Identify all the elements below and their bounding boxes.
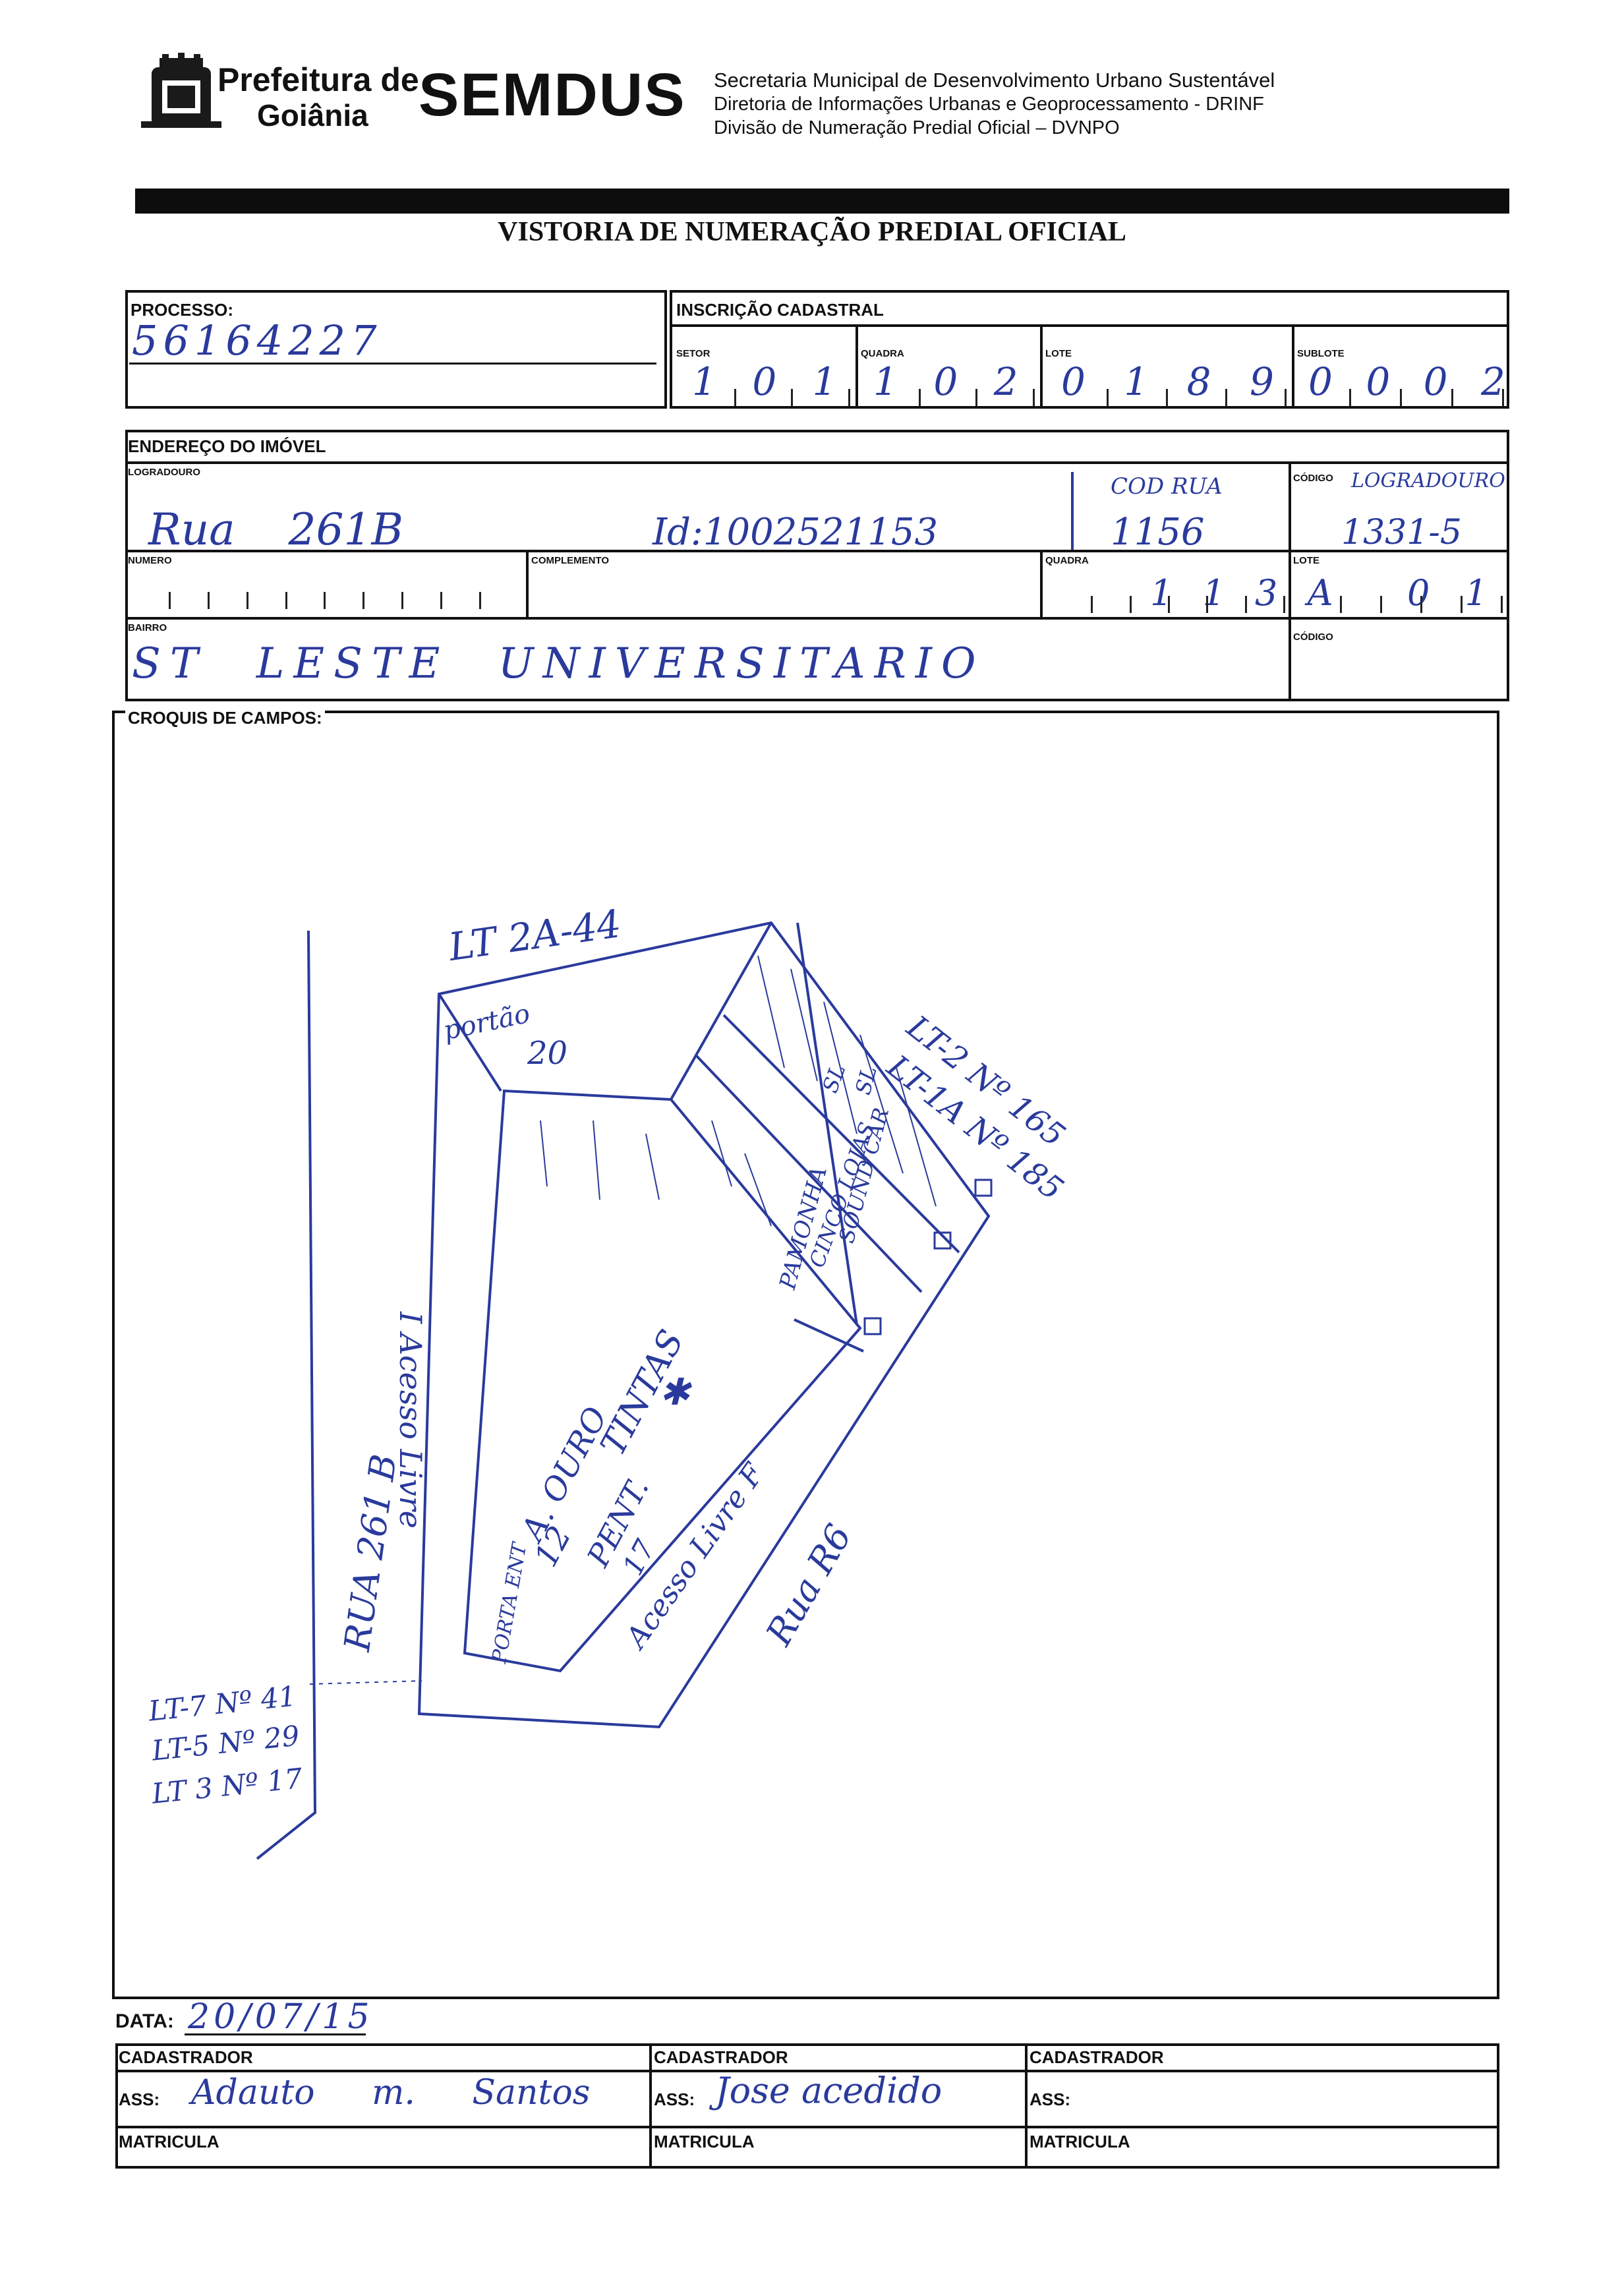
processo-value[interactable]: 56164227 [132, 316, 382, 365]
sublote-value[interactable]: 0 0 0 2 [1308, 359, 1516, 404]
quadra-ticks [863, 389, 1035, 406]
endereco-quadra-label: QUADRA [1045, 555, 1089, 566]
lote-ticks [1049, 389, 1287, 406]
inscricao-col-sep3 [1292, 324, 1294, 409]
cadastrador-sep2 [1025, 2043, 1028, 2169]
cadastrador-sep1 [649, 2043, 652, 2169]
complemento-sep [1040, 550, 1043, 617]
codigo-label: CÓDIGO [1293, 473, 1333, 484]
cod-rua-note: COD RUA [1111, 473, 1223, 500]
inscricao-label: INSCRIÇÃO CADASTRAL [676, 300, 884, 320]
inner-access-road [463, 1089, 862, 1673]
cadastrador2-ass-label: ASS: [654, 2089, 695, 2109]
inscricao-quadra-label: QUADRA [861, 348, 904, 359]
bairro-value[interactable]: ST LESTE UNIVERSITARIO [132, 639, 985, 688]
cadastrador3-label: CADASTRADOR [1030, 2047, 1164, 2067]
cadastrador3-ass-label: ASS: [1030, 2089, 1071, 2109]
quadra-value-ticks [1055, 596, 1285, 613]
processo-box [125, 290, 667, 409]
sublote-label: SUBLOTE [1297, 348, 1345, 359]
codigo-note: LOGRADOURO [1351, 469, 1505, 492]
lote-value-ticks [1302, 596, 1503, 613]
lt-connector [309, 1680, 422, 1685]
endereco-header-divider [125, 461, 1509, 464]
endereco-quadra-value[interactable]: 1 1 3 A [1150, 572, 1343, 614]
department-line1: Secretaria Municipal de Desenvolvimento … [714, 69, 1275, 92]
store-divider-2 [694, 1053, 923, 1293]
endereco-row1-divider [125, 550, 1509, 552]
complemento-label: COMPLEMENTO [531, 555, 610, 566]
logradouro-label: LOGRADOURO [128, 467, 200, 478]
endereco-box [125, 430, 1509, 701]
codigo-value[interactable]: 1331-5 [1341, 513, 1462, 552]
store-divider-1 [722, 1014, 960, 1254]
cadastrador3-matricula-label: MATRICULA [1030, 2132, 1130, 2151]
cadastrador2-matricula-label: MATRICULA [654, 2132, 755, 2151]
bairro-codigo-label: CÓDIGO [1293, 631, 1333, 643]
codigo-col-sep [1289, 461, 1291, 701]
cod-rua-value[interactable]: 1156 [1111, 511, 1205, 554]
header: Prefeitura de Goiânia SEMDUS Secretaria … [0, 0, 1624, 171]
cadastrador2-signature[interactable]: Jose acedido [715, 2070, 942, 2111]
numero-label: NUMERO [128, 555, 172, 566]
setor-value[interactable]: 1 0 1 [692, 359, 849, 404]
street-line-rua-261b [256, 930, 317, 1860]
brand-logo-text: SEMDUS [419, 61, 686, 129]
department-line3: Divisão de Numeração Predial Oficial – D… [714, 117, 1120, 138]
form-title: VISTORIA DE NUMERAÇÃO PREDIAL OFICIAL [498, 217, 1126, 247]
note-star: ✱ [659, 1371, 690, 1414]
cadastrador-row-divider1 [115, 2070, 1499, 2072]
lot-outline [417, 921, 991, 1729]
croquis-label: CROQUIS DE CAMPOS: [125, 708, 325, 728]
org-name-line2: Goiânia [257, 98, 368, 132]
org-name-line1: Prefeitura de [218, 61, 419, 98]
endereco-row2-divider [125, 617, 1509, 620]
inscricao-divider [670, 324, 1509, 327]
inscricao-col-sep1 [856, 324, 858, 409]
endereco-label: ENDEREÇO DO IMÓVEL [128, 436, 326, 456]
header-divider-bar [135, 189, 1509, 214]
cadastrador1-ass-label: ASS: [119, 2089, 160, 2109]
numero-ticks[interactable] [132, 592, 482, 609]
cadastradores-box [115, 2043, 1499, 2169]
portao-boundary [438, 993, 502, 1092]
note-portao-num: 20 [527, 1035, 568, 1072]
setor-label: SETOR [676, 348, 710, 359]
inscricao-col-sep2 [1040, 324, 1043, 409]
cadastrador1-matricula-label: MATRICULA [119, 2132, 219, 2151]
portao-wall [670, 922, 772, 1100]
inscricao-box [670, 290, 1509, 409]
logradouro-sep [1071, 472, 1074, 550]
croquis-box [112, 711, 1499, 1999]
inscricao-lote-label: LOTE [1045, 348, 1072, 359]
processo-underline [129, 363, 656, 365]
setor-ticks [679, 389, 851, 406]
cadastrador1-label: CADASTRADOR [119, 2047, 253, 2067]
cadastrador1-signature[interactable]: Adauto m. Santos [191, 2073, 591, 2113]
data-value[interactable]: 20/07/15 [188, 1997, 374, 2037]
endereco-lote-label: LOTE [1293, 555, 1320, 566]
processo-label: PROCESSO: [130, 300, 234, 320]
store-bottom [794, 1318, 864, 1353]
inscricao-quadra-value[interactable]: 1 0 2 [873, 359, 1030, 404]
cadastrador-row-divider2 [115, 2126, 1499, 2128]
sublote-ticks [1300, 389, 1504, 406]
data-label: DATA: [115, 2010, 174, 2032]
cadastrador2-label: CADASTRADOR [654, 2047, 788, 2067]
bairro-label: BAIRRO [128, 622, 167, 633]
numero-sep [526, 550, 529, 617]
department-line2: Diretoria de Informações Urbanas e Geopr… [714, 94, 1264, 115]
store-divider-3 [796, 922, 858, 1326]
logradouro-value[interactable]: Rua 261B [148, 504, 404, 555]
data-underline [185, 2033, 366, 2035]
logradouro-id: Id:1002521153 [652, 511, 939, 554]
coat-of-arms-icon [141, 53, 221, 128]
